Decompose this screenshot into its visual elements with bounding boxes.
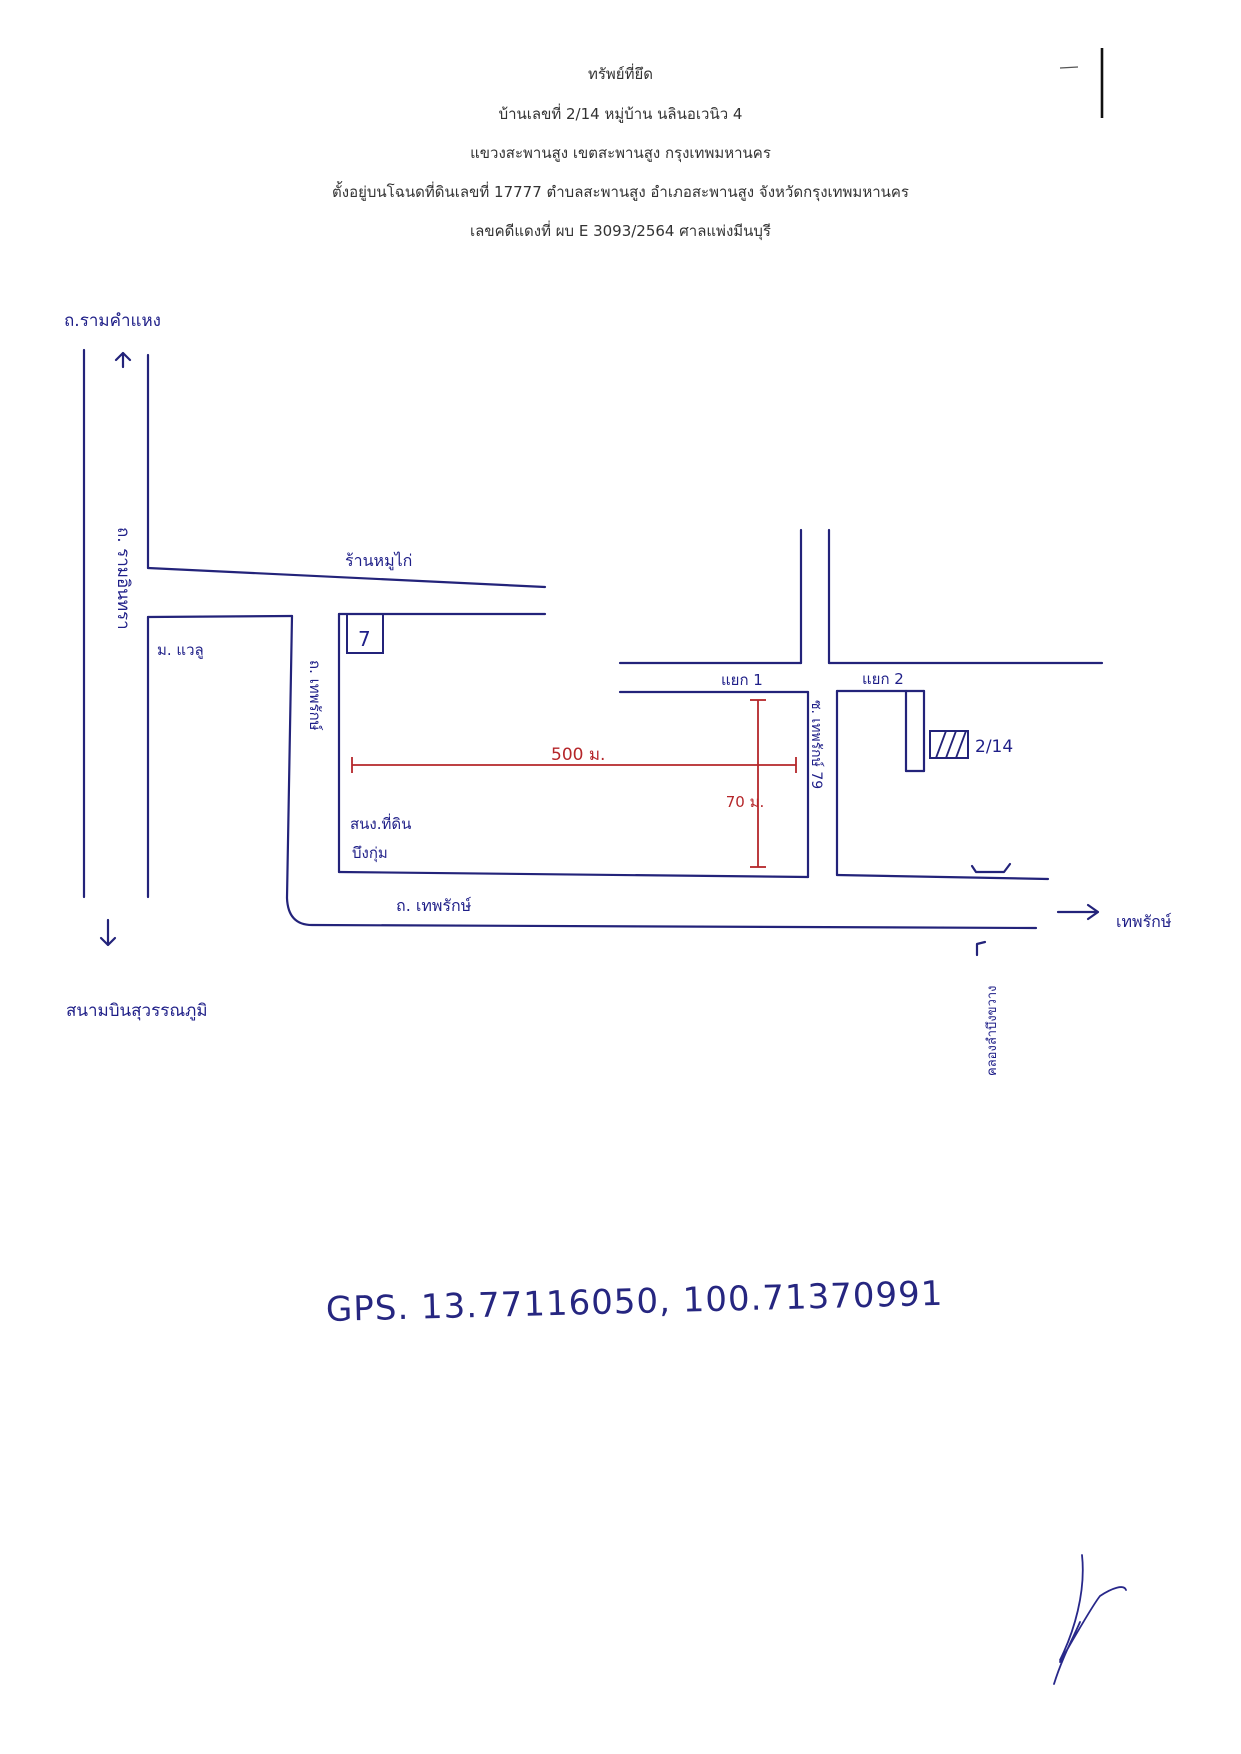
seven-eleven-icon [346, 613, 384, 654]
north-arrow-icon [114, 351, 132, 369]
soi-thep-79-label: ซ. เทพรักษ์ 79 [808, 700, 825, 789]
suvarnabhumi-label: สนามบินสุวรรณภูมิ [66, 1001, 208, 1021]
district-line: แขวงสะพานสูง เขตสะพานสูง กรุงเทพมหานคร [470, 144, 771, 162]
signature [1053, 1554, 1127, 1685]
document-title: ทรัพย์ที่ยึด [587, 65, 654, 83]
branch-2-label: แยก 2 [862, 670, 904, 688]
east-arrow-icon [1056, 903, 1100, 921]
bridge-icon [970, 862, 1012, 874]
vertical-distance-label: 70 ม. [726, 793, 765, 811]
land-office-block-bottom [337, 870, 810, 879]
branch-1-label: แยก 1 [721, 671, 763, 689]
case-line: เลขคดีแดงที่ ผบ E 3093/2564 ศาลแพ่งมีนบุ… [470, 222, 771, 240]
margin-dash [1059, 66, 1079, 69]
address-line: บ้านเลขที่ 2/14 หมู่บ้าน นลินอเวนิว 4 [498, 105, 743, 123]
soi-thep-left-label: ถ. เทพรักษ์ [306, 660, 324, 731]
soi79-bottom [835, 873, 1050, 881]
land-office-label: สนง.ที่ดิน [350, 813, 411, 833]
side-road-north-edge [146, 566, 547, 589]
seven-eleven-label: 7 [358, 627, 371, 651]
ramkhamhaeng-road-label: ถ.รามคำแหง [64, 311, 161, 331]
south-arrow-icon [99, 918, 117, 947]
horizontal-distance-label: 500 ม. [551, 745, 605, 765]
chicken-shop-label: ร้านหมูไก่ [345, 551, 412, 571]
property-number-label: 2/14 [975, 737, 1013, 757]
ramintra-road-label: ถ. รามอินทรา [113, 527, 133, 630]
hatch-marks-icon [935, 730, 967, 759]
thep-road-south-edge [285, 614, 1038, 930]
side-road-south-edge-west [146, 614, 294, 619]
to-thep-label: เทพรักษ์ [1116, 912, 1172, 931]
property-box [929, 730, 969, 759]
deed-line: ตั้งอยู่บนโฉนดที่ดินเลขที่ 17777 ตำบลสะพ… [332, 183, 909, 201]
land-office-sub-label: บึงกุ่ม [352, 844, 388, 863]
canal-label: คลองลำบึงขวาง [985, 985, 1000, 1076]
thep-main-road-label: ถ. เทพรักษ์ [396, 896, 472, 915]
canal-mark-icon [975, 940, 987, 957]
moo-baan-label: ม. แวลู [157, 641, 204, 659]
